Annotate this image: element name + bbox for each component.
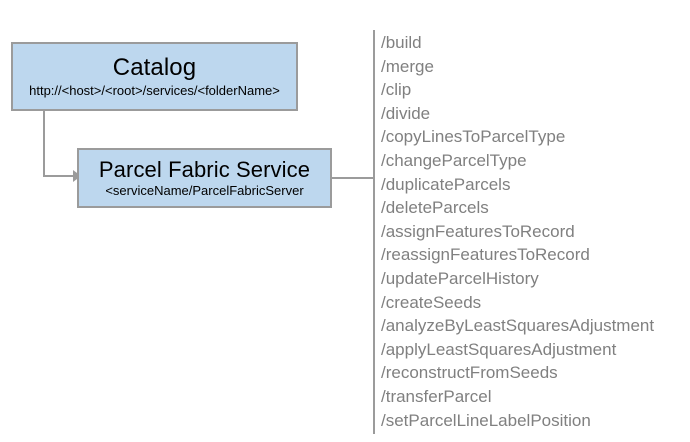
operation-item[interactable]: /assignFeaturesToRecord bbox=[381, 221, 575, 241]
operation-item[interactable]: /build bbox=[381, 33, 422, 52]
catalog-node[interactable]: Catalog http://<host>/<root>/services/<f… bbox=[11, 42, 298, 111]
operation-item[interactable]: /analyzeByLeastSquaresAdjustment bbox=[381, 316, 655, 336]
operation-item[interactable]: /applyLeastSquaresAdjustment bbox=[381, 339, 617, 359]
operation-item[interactable]: /createSeeds bbox=[381, 292, 482, 312]
operation-item[interactable]: /copyLinesToParcelType bbox=[381, 127, 566, 147]
connector-catalog-to-service-horizontal bbox=[43, 175, 79, 177]
operation-item[interactable]: /transferParcel bbox=[381, 386, 492, 406]
operation-item[interactable]: /reassignFeaturesToRecord bbox=[381, 245, 590, 265]
operation-item[interactable]: /duplicateParcels bbox=[381, 174, 511, 194]
parcel-fabric-service-node[interactable]: Parcel Fabric Service <serviceName/Parce… bbox=[77, 148, 332, 208]
connector-catalog-to-service-vertical bbox=[43, 111, 45, 177]
operation-item[interactable]: /divide bbox=[381, 103, 431, 123]
service-node-path: <serviceName/ParcelFabricServer bbox=[105, 183, 304, 199]
catalog-node-title: Catalog bbox=[112, 54, 197, 82]
operation-item[interactable]: /deleteParcels bbox=[381, 198, 489, 218]
connector-service-to-operations bbox=[332, 177, 375, 179]
operation-item[interactable]: /clip bbox=[381, 80, 412, 100]
catalog-node-url: http://<host>/<root>/services/<folderNam… bbox=[29, 83, 280, 99]
operation-item[interactable]: /reconstructFromSeeds bbox=[381, 363, 558, 383]
service-node-title: Parcel Fabric Service bbox=[98, 157, 311, 183]
operation-item[interactable]: /changeParcelType bbox=[381, 150, 527, 170]
operations-list: /build/merge/clip/divide/copyLinesToParc… bbox=[381, 31, 686, 432]
operations-rail-line bbox=[373, 30, 375, 434]
operation-item[interactable]: /merge bbox=[381, 56, 434, 76]
operation-item[interactable]: /setParcelLineLabelPosition bbox=[381, 410, 591, 430]
operation-item[interactable]: /updateParcelHistory bbox=[381, 268, 539, 288]
